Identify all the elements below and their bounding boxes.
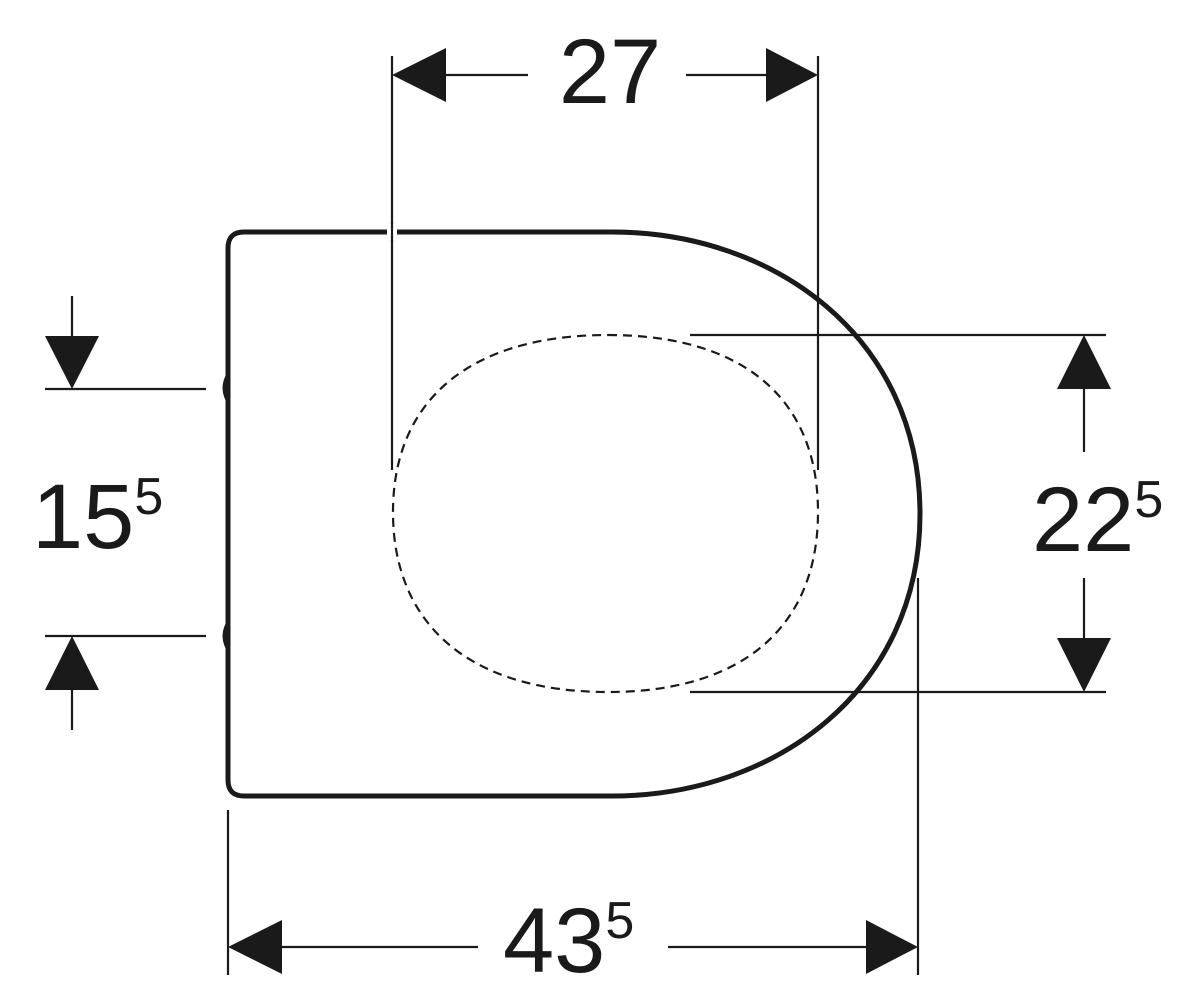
dimension-total-length-value: 43 [503,890,605,992]
svg-text:225: 225 [1032,469,1163,571]
dimension-total-length-sup: 5 [605,892,634,950]
dimension-hinge-spacing-value: 15 [32,466,134,568]
dimension-inner-opening: 225 [690,333,1163,694]
dimension-inner-opening-value: 22 [1032,469,1134,571]
dimension-hinge-spacing-sup: 5 [134,468,163,526]
hinge-bottom-icon [222,618,229,654]
seat-outline [225,229,923,799]
svg-text:155: 155 [32,466,163,568]
dimension-top-width: 27 [387,21,820,470]
hinge-top-icon [222,370,229,406]
dimension-inner-opening-sup: 5 [1134,471,1163,529]
svg-text:27: 27 [559,21,661,123]
svg-text:435: 435 [503,890,634,992]
dimension-hinge-spacing: 155 [32,296,206,730]
dimension-top-width-value: 27 [559,21,661,123]
inner-opening-outline [391,333,820,694]
dimension-total-length: 435 [226,578,920,992]
